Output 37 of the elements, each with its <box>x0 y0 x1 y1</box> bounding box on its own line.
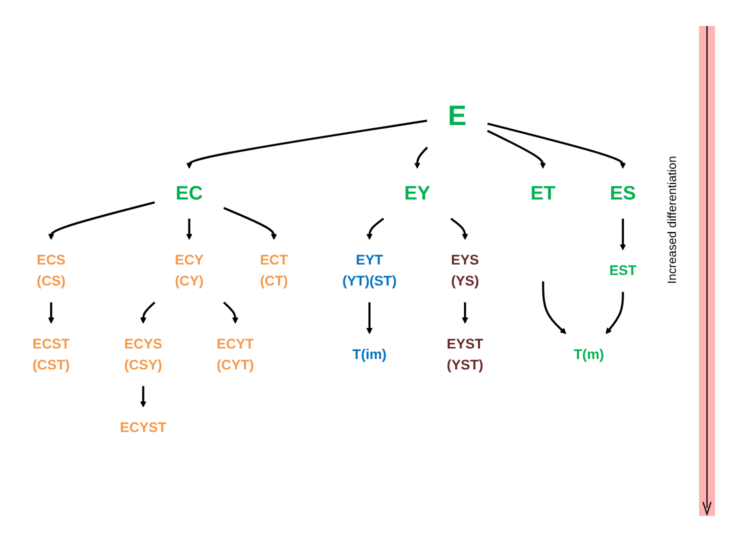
node-text: EST <box>609 264 636 279</box>
arrow <box>140 386 146 408</box>
axis-label: Increased differentiation <box>665 156 679 284</box>
arrow <box>542 282 566 334</box>
arrow <box>186 120 428 169</box>
node-text: ECYST <box>120 420 166 436</box>
arrow <box>366 302 373 334</box>
arrow <box>620 218 626 251</box>
arrow <box>48 202 155 240</box>
node-text: EYT (YT)(ST) <box>342 253 397 290</box>
node-text: EC <box>176 182 203 204</box>
node-text: ECS (CS) <box>36 253 66 290</box>
node-text: EY <box>404 182 430 204</box>
arrow <box>487 122 626 169</box>
arrow <box>462 302 468 324</box>
node-text: ES <box>610 182 636 204</box>
node-text: T(im) <box>352 347 387 363</box>
arrow <box>186 218 192 240</box>
node-text: ECST (CST) <box>32 336 70 374</box>
arrow <box>366 218 384 240</box>
arrow <box>48 302 54 324</box>
node-text: ECYS (CSY) <box>124 336 162 374</box>
node-text: T(m) <box>574 347 604 363</box>
node-text: E <box>448 100 467 132</box>
node-text: EYST (YST) <box>446 336 484 374</box>
node-text: ET <box>530 182 556 204</box>
arrow <box>223 207 277 240</box>
arrow <box>223 302 238 324</box>
node-text: ECT (CT) <box>260 253 288 290</box>
arrow <box>140 302 156 324</box>
arrow <box>487 130 546 169</box>
arrow <box>450 218 468 240</box>
node-text: EYS (YS) <box>451 253 479 290</box>
node-text: ECYT (CYT) <box>216 336 254 374</box>
node-text: ECY (CY) <box>174 253 204 290</box>
arrow <box>414 146 428 169</box>
arrow <box>606 292 624 334</box>
